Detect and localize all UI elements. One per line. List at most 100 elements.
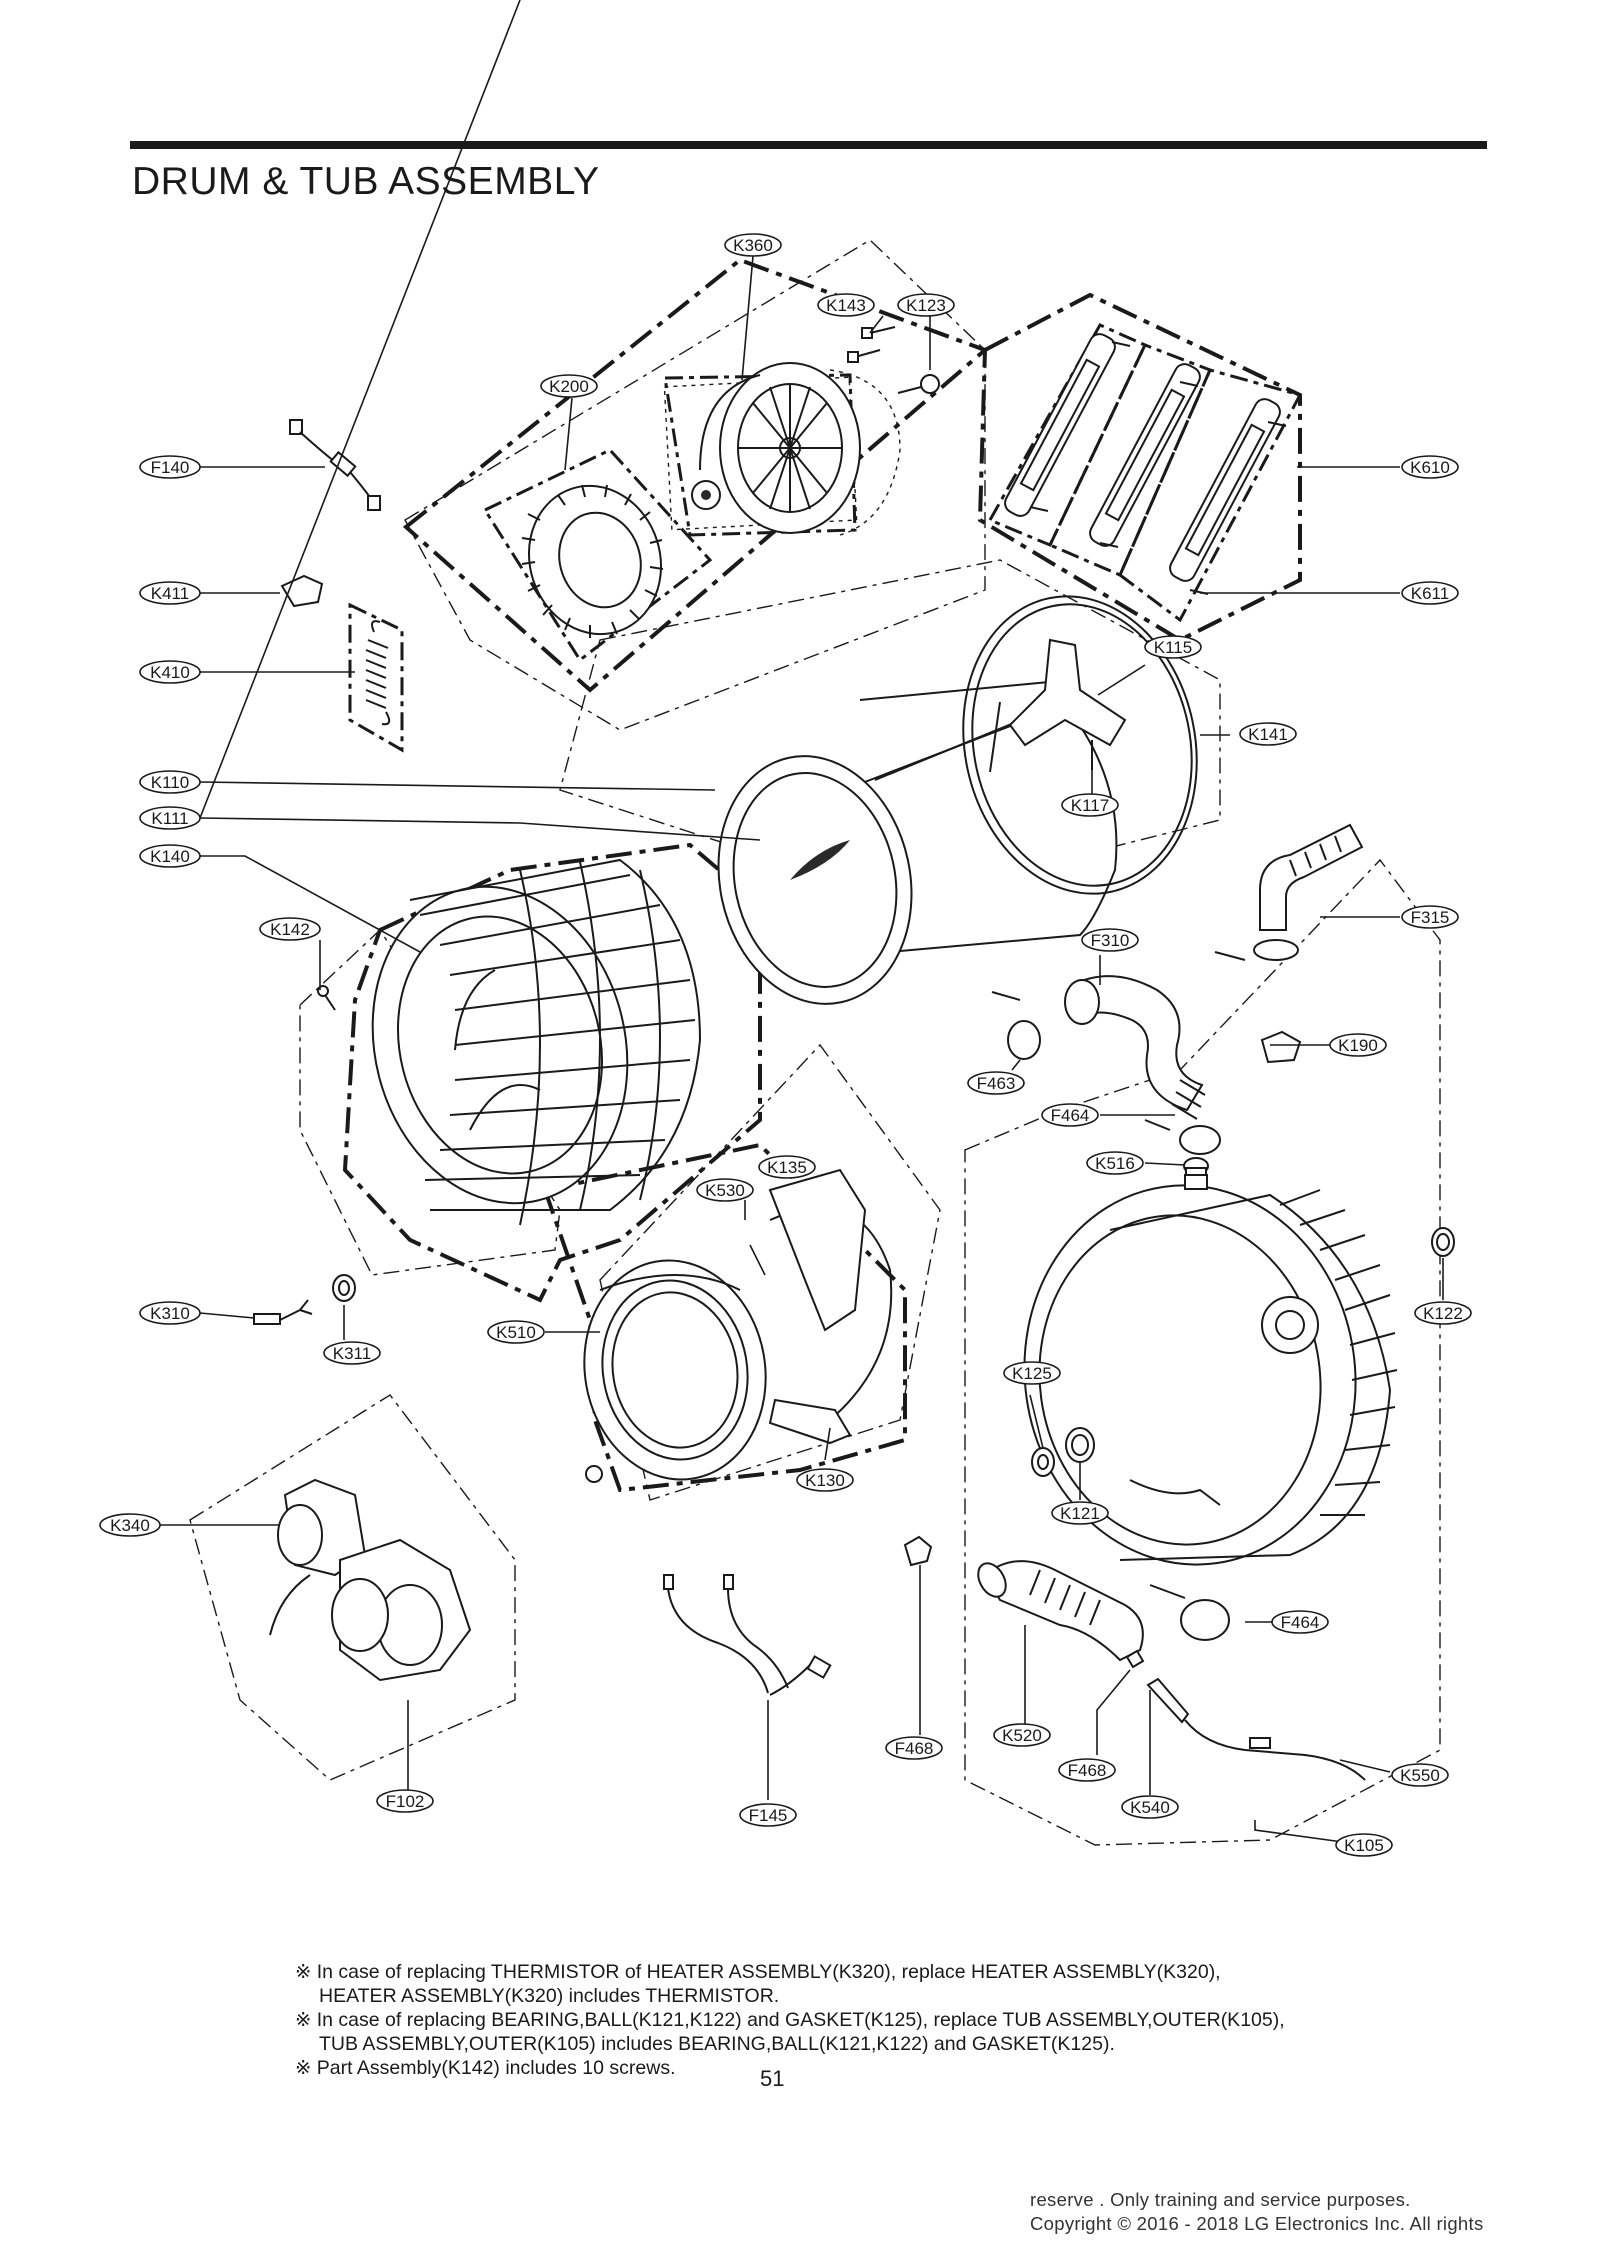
footer-line: Copyright © 2016 - 2018 LG Electronics I… [1030,2213,1484,2234]
gasket-k125-part [1031,1447,1055,1477]
callout-K410: K410 [139,660,201,684]
callout-K411: K411 [139,581,201,605]
group-boundary-drum [559,559,1221,901]
callout-K122: K122 [1414,1301,1472,1325]
svg-text:F102: F102 [386,1792,425,1811]
spring-k410-part [348,602,404,753]
note-line: ※ In case of replacing THERMISTOR of HEA… [295,1961,1221,1983]
callout-K140: K140 [139,844,201,868]
svg-text:K516: K516 [1095,1154,1135,1173]
callout-F140: F140 [139,455,201,479]
callout-K611: K611 [1401,581,1459,605]
svg-text:K125: K125 [1012,1364,1052,1383]
svg-text:K190: K190 [1338,1036,1378,1055]
svg-text:K111: K111 [151,809,188,828]
callout-K530: K530 [696,1178,754,1202]
bolt-parts [847,326,940,394]
gasket-k311-part [332,1274,356,1302]
svg-text:F310: F310 [1091,931,1130,950]
callout-K550: K550 [1391,1763,1449,1787]
svg-text:K141: K141 [1248,725,1288,744]
callout-F464-upper: F464 [1041,1103,1099,1127]
clamp-f464-part [1144,1119,1221,1155]
svg-text:K340: K340 [110,1516,150,1535]
callout-K610: K610 [1401,455,1459,479]
harness-f140-part [289,419,381,511]
svg-text:K200: K200 [549,377,589,396]
svg-text:F468: F468 [895,1739,934,1758]
svg-text:K310: K310 [150,1304,190,1323]
callout-K111: K111 [139,806,201,830]
title-rule [130,141,1487,149]
callout-K540: K540 [1121,1795,1179,1819]
rear-tub-part [1023,1174,1398,1566]
clamp-f464-lower-part [1149,1584,1230,1641]
drum-part [717,679,1118,1005]
callout-F463: F463 [967,1071,1025,1095]
svg-text:F464: F464 [1051,1106,1090,1125]
note-line: ※ Part Assembly(K142) includes 10 screws… [295,2057,676,2079]
callout-K121: K121 [1051,1501,1109,1525]
svg-text:F468: F468 [1068,1761,1107,1780]
copyright-footer: reserve . Only training and service purp… [1030,2188,1484,2236]
svg-text:K143: K143 [826,296,866,315]
callout-K141: K141 [1239,722,1297,746]
svg-text:F145: F145 [749,1806,788,1825]
callout-K135: K135 [758,1155,816,1179]
svg-text:K140: K140 [150,847,190,866]
group-boundary-rotor [402,257,989,693]
callout-K125: K125 [1003,1361,1061,1385]
svg-text:F463: F463 [977,1074,1016,1093]
callout-K143: K143 [817,293,875,317]
harness-f145-part [663,1574,832,1696]
group-boundary-motor [404,239,986,731]
drain-pump-part [269,1478,472,1682]
callout-F468-left: F468 [885,1736,943,1760]
sensor-k540-part [1125,1649,1190,1724]
svg-text:K142: K142 [270,920,310,939]
svg-text:F140: F140 [151,458,190,477]
svg-text:K110: K110 [151,773,189,792]
callout-K190: K190 [1329,1033,1387,1057]
callout-K117: K117 [1061,793,1119,817]
svg-text:K117: K117 [1071,796,1109,815]
hose-f315-part [1214,823,1364,961]
page-number: 51 [760,2066,785,2091]
thermistor-part [253,1299,313,1325]
front-tub-part [371,858,702,1226]
part-k190 [1260,1030,1302,1064]
svg-text:K530: K530 [705,1181,745,1200]
bearing-k121-part [1065,1427,1095,1463]
callout-K340: K340 [99,1513,161,1537]
callout-K510: K510 [487,1320,545,1344]
group-boundary-front-tub [342,842,762,1303]
svg-text:K311: K311 [333,1344,371,1363]
svg-text:K135: K135 [767,1158,807,1177]
callout-K110: K110 [139,770,201,794]
note-line: TUB ASSEMBLY,OUTER(K105) includes BEARIN… [319,2033,1115,2055]
replacement-notes: ※ In case of replacing THERMISTOR of HEA… [295,1960,1395,2080]
door-gasket-part [583,1168,893,1483]
group-boundary-rear-tub [964,858,1441,1846]
clip-f468-part [903,1535,933,1567]
footer-line: reserve . Only training and service purp… [1030,2189,1411,2210]
svg-text:K121: K121 [1060,1504,1100,1523]
callout-K130: K130 [796,1468,854,1492]
group-boundary-hinges [977,292,1302,643]
shock-absorber-parts [987,323,1303,623]
svg-text:K411: K411 [151,584,189,603]
svg-text:K610: K610 [1410,458,1450,477]
hose-k520-part [977,1560,1144,1662]
tube-k550-part [1184,1719,1366,1781]
bearing-k122-part [1431,1227,1455,1257]
svg-text:K122: K122 [1423,1304,1463,1323]
callout-K360: K360 [724,233,782,257]
callout-F145: F145 [739,1803,797,1827]
svg-text:K510: K510 [496,1323,536,1342]
page-title: DRUM & TUB ASSEMBLY [132,160,600,203]
callout-F102: F102 [376,1789,434,1813]
svg-text:F315: F315 [1411,908,1450,927]
callout-F468-right: F468 [1058,1758,1116,1782]
svg-text:F464: F464 [1281,1613,1320,1632]
callout-K520: K520 [993,1723,1051,1747]
